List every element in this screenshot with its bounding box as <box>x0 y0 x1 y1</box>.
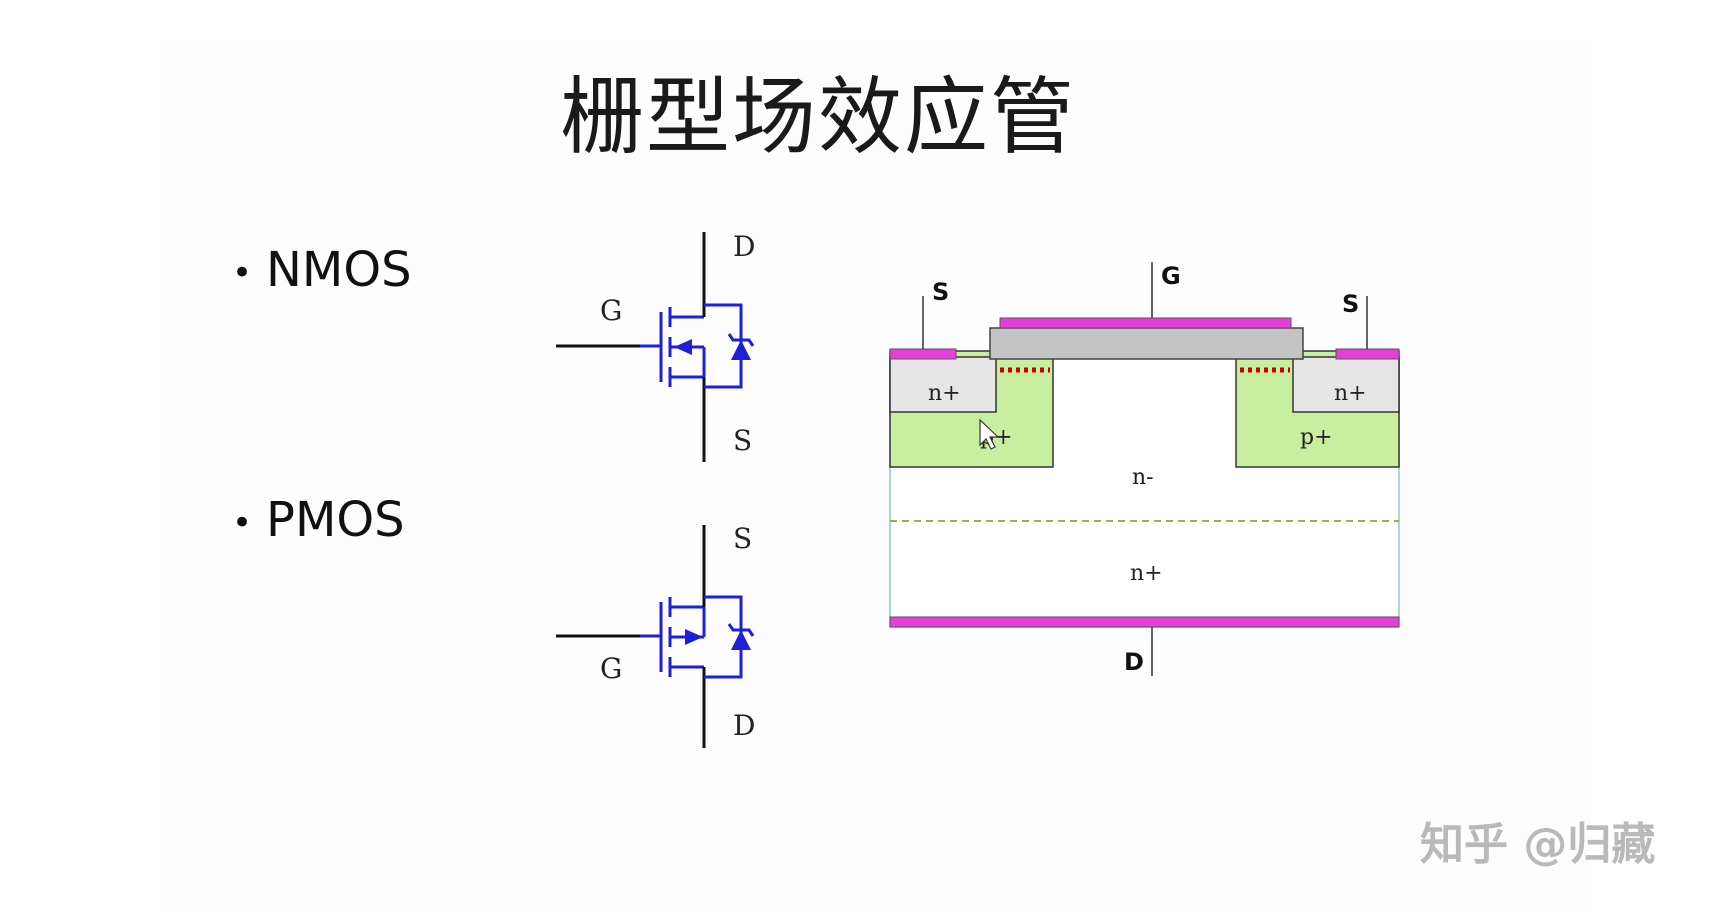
bullet-label: NMOS <box>266 242 412 298</box>
source-metal-right <box>1335 348 1400 360</box>
gate-metal <box>999 317 1292 329</box>
n-plus-label-right: n+ <box>1334 381 1367 406</box>
bullet-label: PMOS <box>266 492 405 548</box>
n-plus-substrate-label: n+ <box>1130 561 1163 586</box>
bullet-item-pmos: • PMOS <box>232 490 405 550</box>
drain-label: D <box>1124 648 1144 676</box>
drain-metal <box>889 616 1400 628</box>
pmos-source-label: S <box>733 522 752 555</box>
page-title: 栅型场效应管 <box>560 68 1077 166</box>
mosfet-cross-section: S G S D n+ n+ p+ p+ n- n+ <box>889 262 1400 676</box>
bullet-dot: • <box>232 503 253 543</box>
cursor-arrow-icon <box>979 418 1000 450</box>
n-plus-label-left: n+ <box>928 381 961 406</box>
bullet-item-nmos: • NMOS <box>232 240 412 300</box>
pmos-drain-label: D <box>733 709 755 742</box>
pmos-symbol: G S D <box>556 522 755 748</box>
n-minus-label: n- <box>1132 465 1154 490</box>
pmos-diode-icon <box>731 630 751 650</box>
source-metal-left <box>889 348 957 360</box>
nmos-gate-label: G <box>600 294 622 327</box>
p-plus-label-right: p+ <box>1300 425 1333 450</box>
source-label-left: S <box>932 278 949 306</box>
nmos-diode-loop <box>704 303 743 389</box>
nmos-diode-icon <box>731 340 751 360</box>
n-plus-region-left <box>889 356 997 413</box>
gate-oxide <box>989 327 1304 360</box>
bullet-dot: • <box>232 253 253 293</box>
nmos-source-label: S <box>733 424 752 457</box>
nmos-diode-bar <box>727 333 755 347</box>
nmos-symbol: G D S <box>556 230 755 462</box>
gate-label: G <box>1161 262 1181 290</box>
pmos-gate-label: G <box>600 652 622 685</box>
nmos-drain-label: D <box>733 230 755 263</box>
nmos-arrow-icon <box>674 339 692 355</box>
pmos-arrow-icon <box>685 629 703 645</box>
n-plus-region-right <box>1292 356 1400 413</box>
watermark: 知乎 @归藏 <box>1420 819 1656 870</box>
source-label-right: S <box>1342 290 1359 318</box>
pmos-diode-bar <box>727 623 755 637</box>
pmos-diode-loop <box>704 595 743 679</box>
